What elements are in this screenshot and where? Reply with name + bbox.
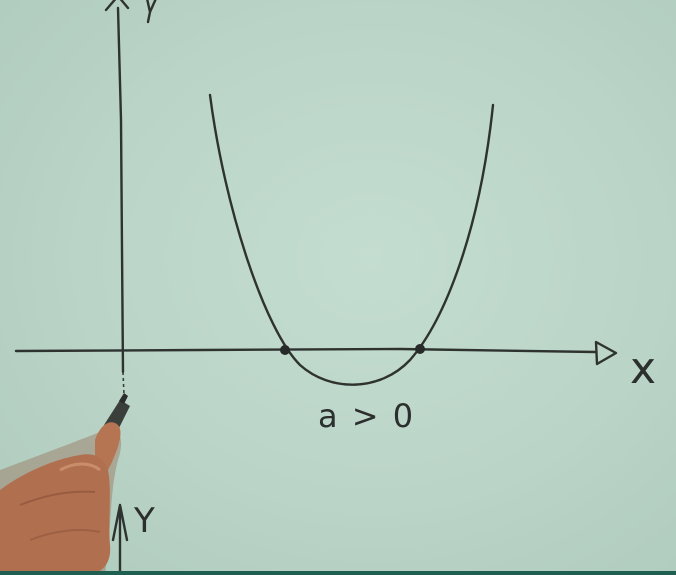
root-point-right [415,344,425,354]
x-axis-label: x [630,343,656,394]
y-axis-bottom-arrow-icon [111,503,129,575]
hand-icon [0,393,130,575]
root-point-left [280,345,290,355]
y-label-top-glyph [146,0,157,24]
condition-label: a > 0 [318,397,415,435]
y-axis-lower-line [122,371,125,396]
bottom-accent-bar [0,571,676,575]
y-axis-line [116,6,125,374]
x-axis-arrow-icon [594,340,618,366]
y-axis-label-bottom: Y [133,501,155,541]
x-axis-line [14,347,598,354]
y-axis-arrow-icon [104,0,130,12]
parabola-curve [208,93,495,386]
